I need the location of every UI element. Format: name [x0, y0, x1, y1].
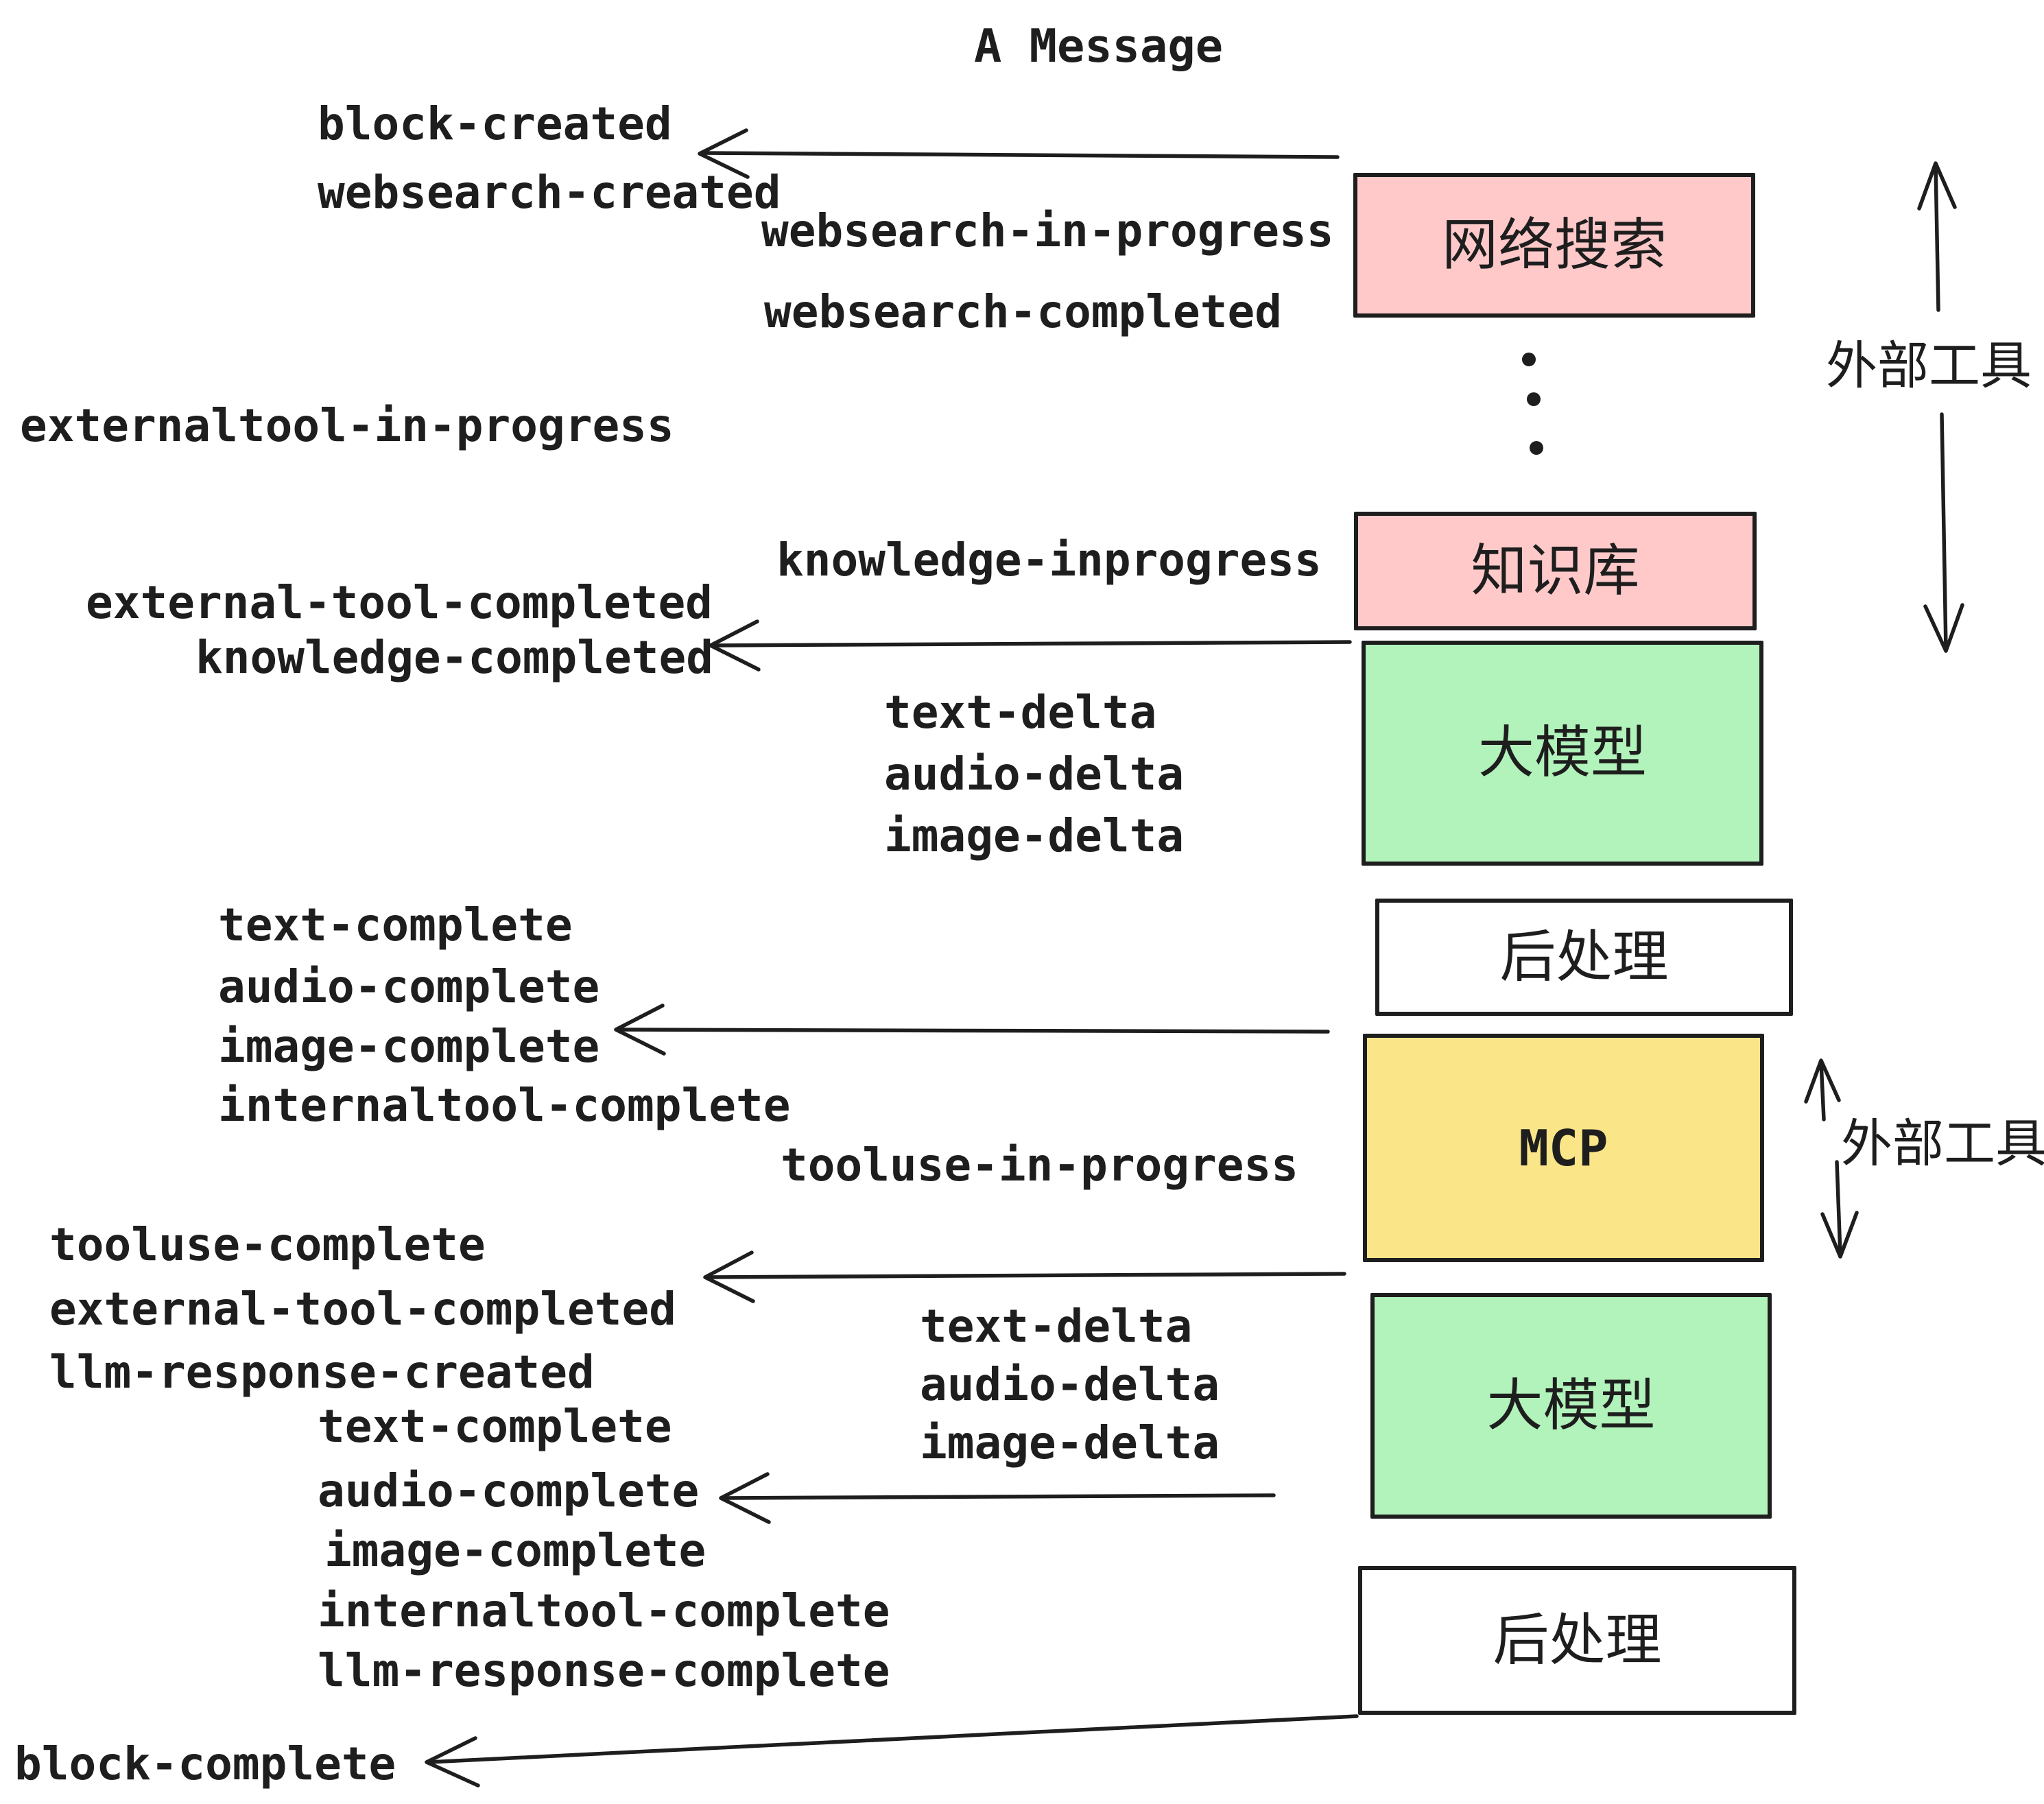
box-knowledge: 知识库 — [1354, 512, 1757, 630]
arrow-to-image-complete — [614, 1004, 1330, 1056]
event-text-complete: text-complete — [218, 899, 573, 951]
event-llm-response-created: llm-response-created — [49, 1346, 595, 1399]
event-block-created: block-created — [318, 97, 672, 150]
event-internaltool-complete: internaltool-complete — [218, 1079, 791, 1132]
box-mcp: MCP — [1363, 1034, 1764, 1262]
diagram-title: A Message — [974, 19, 1224, 73]
box-postprocess-2-label: 后处理 — [1493, 1607, 1662, 1673]
box-knowledge-label: 知识库 — [1471, 538, 1640, 604]
arrow-to-websearch-created — [698, 128, 1340, 179]
arrow-to-audio-complete — [719, 1472, 1276, 1524]
box-postprocess-2: 后处理 — [1358, 1566, 1796, 1715]
event-websearch-created: websearch-created — [318, 166, 781, 219]
arrow-to-tooluse-complete — [703, 1250, 1346, 1303]
event-internaltool-complete-2: internaltool-complete — [318, 1585, 890, 1637]
box-postprocess-1-label: 后处理 — [1499, 924, 1669, 990]
event-image-complete-2: image-complete — [324, 1524, 706, 1577]
arrow-to-block-complete — [425, 1714, 1359, 1788]
box-llm-1-label: 大模型 — [1477, 720, 1647, 785]
label-external-tools-1: 外部工具 — [1826, 335, 2032, 396]
event-external-tool-completed: external-tool-completed — [86, 576, 713, 629]
event-websearch-in-progress: websearch-in-progress — [761, 204, 1334, 257]
event-externaltool-in-progress: externaltool-in-progress — [20, 399, 674, 452]
event-external-tool-completed-2: external-tool-completed — [49, 1283, 676, 1336]
event-llm-response-complete: llm-response-complete — [318, 1644, 890, 1697]
label-external-tools-2: 外部工具 — [1841, 1113, 2044, 1174]
event-audio-delta: audio-delta — [884, 748, 1185, 800]
event-audio-delta-2: audio-delta — [920, 1358, 1220, 1411]
event-text-delta: text-delta — [884, 686, 1157, 739]
box-mcp-label: MCP — [1519, 1119, 1608, 1177]
event-text-delta-2: text-delta — [920, 1300, 1193, 1353]
event-knowledge-completed: knowledge-completed — [195, 631, 713, 684]
event-knowledge-inprogress: knowledge-inprogress — [776, 534, 1322, 586]
event-image-delta-2: image-delta — [920, 1416, 1220, 1469]
event-image-delta: image-delta — [884, 809, 1185, 862]
box-llm-2: 大模型 — [1370, 1293, 1772, 1519]
box-llm-1: 大模型 — [1362, 641, 1763, 866]
event-text-complete-2: text-complete — [318, 1400, 672, 1453]
event-image-complete: image-complete — [218, 1020, 600, 1073]
event-audio-complete-2: audio-complete — [318, 1464, 700, 1517]
box-websearch-label: 网络搜索 — [1441, 212, 1667, 278]
event-audio-complete: audio-complete — [218, 960, 600, 1013]
external-tools-vertical-arrow-1 — [1917, 161, 1964, 653]
arrow-to-knowledge-completed — [709, 619, 1352, 672]
event-tooluse-in-progress: tooluse-in-progress — [781, 1139, 1298, 1191]
box-llm-2-label: 大模型 — [1486, 1373, 1656, 1438]
event-block-complete: block-complete — [14, 1737, 396, 1790]
box-websearch: 网络搜索 — [1353, 173, 1755, 318]
event-websearch-completed: websearch-completed — [764, 285, 1282, 338]
vertical-ellipsis-dots — [1522, 353, 1543, 455]
box-postprocess-1: 后处理 — [1375, 899, 1793, 1016]
event-tooluse-complete: tooluse-complete — [49, 1218, 486, 1271]
